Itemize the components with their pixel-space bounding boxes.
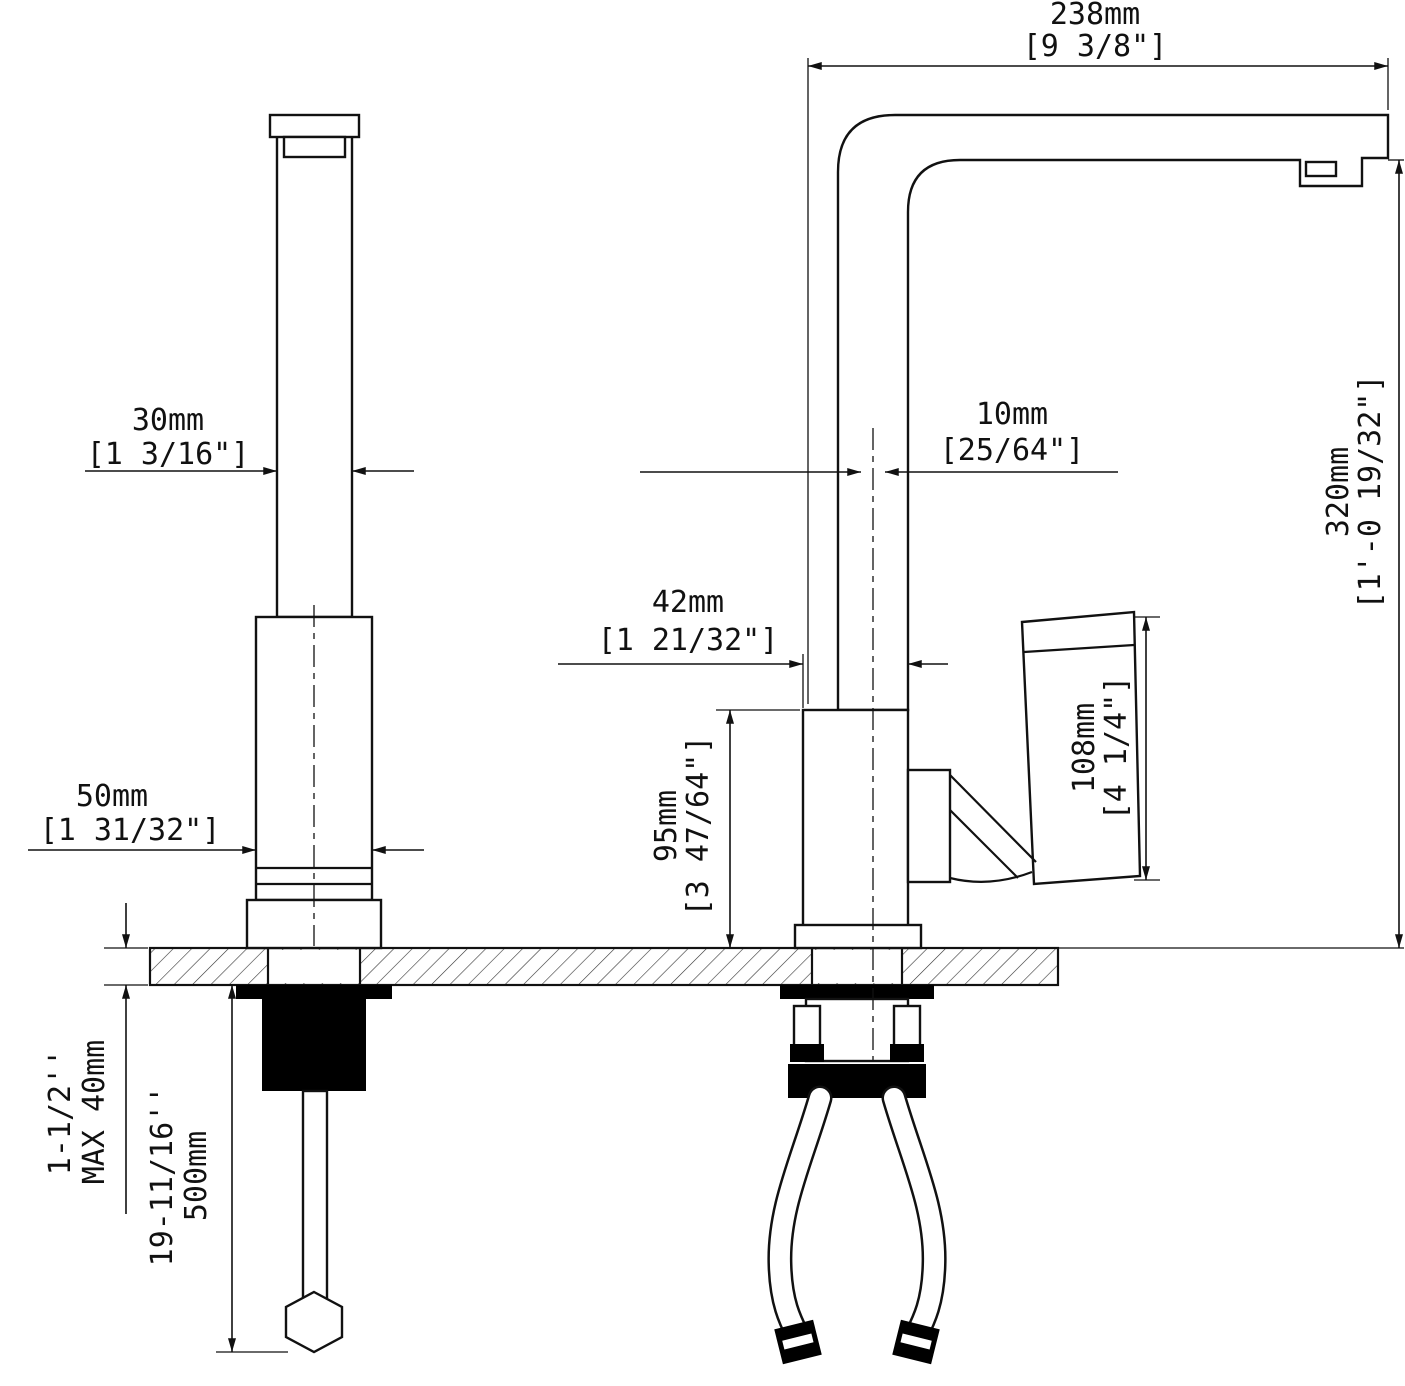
handle-blade — [1020, 610, 1142, 886]
dim-spout-height-metric: 320mm — [1321, 447, 1356, 537]
spout-outlet — [1304, 160, 1338, 178]
dim-body-width-metric: 50mm — [76, 779, 148, 814]
dim-spout-reach-imperial: [9 3/8"] — [1023, 29, 1168, 64]
handle-connector — [906, 768, 952, 884]
mounting-plate-front — [236, 985, 392, 999]
dim-counter-thickness: 1-1/2'' MAX 40mm — [43, 903, 148, 1214]
lever-pivot-line — [949, 774, 1037, 863]
front-view — [236, 113, 392, 1354]
spout-cap — [268, 113, 361, 139]
dim-handle-height-metric: 108mm — [1067, 703, 1102, 793]
dim-spout-width: 30mm [1 3/16"] — [85, 403, 414, 475]
lock-nut — [262, 999, 366, 1091]
dim-spout-width-metric: 30mm — [132, 403, 204, 438]
side-view — [767, 113, 1390, 1365]
dim-body-depth-metric: 42mm — [652, 585, 724, 620]
dim-handle-height: 108mm [4 1/4"] — [1067, 616, 1160, 881]
dim-body-height: 95mm [3 47/64"] — [649, 709, 800, 948]
dim-spout-width-imperial: [1 3/16"] — [87, 437, 250, 472]
dim-under-counter-length: 19-11/16'' 500mm — [145, 985, 288, 1353]
mounting-bolt-right — [892, 1004, 922, 1050]
side-shank-hole — [812, 950, 902, 983]
dim-spout-offset-metric: 10mm — [976, 397, 1048, 432]
threaded-rod — [301, 1089, 329, 1301]
dim-under-counter-metric: 500mm — [179, 1131, 214, 1221]
dim-spout-offset: 10mm [25/64"] — [640, 397, 1118, 476]
base-flange-side — [793, 923, 923, 950]
dim-spout-height: 320mm [1'-0 19/32"] — [1058, 159, 1404, 949]
dim-handle-height-imperial: [4 1/4"] — [1099, 676, 1134, 821]
front-shank-hole — [268, 950, 360, 983]
spout-column — [275, 133, 354, 619]
dim-counter-thickness-imperial: 1-1/2'' — [43, 1049, 78, 1175]
dim-body-depth: 42mm [1 21/32"] — [558, 585, 948, 708]
dim-under-counter-imperial: 19-11/16'' — [145, 1086, 180, 1267]
dim-body-height-metric: 95mm — [649, 790, 684, 862]
lever-pivot-curve — [949, 870, 1033, 883]
faucet-body-side — [801, 708, 910, 932]
dim-spout-reach: 238mm [9 3/8"] — [807, 0, 1389, 704]
dim-body-width-imperial: [1 31/32"] — [40, 813, 221, 848]
dim-body-depth-imperial: [1 21/32"] — [598, 623, 779, 658]
countertop — [148, 946, 1060, 987]
supply-hose-right-fill — [884, 1088, 945, 1346]
mounting-bolt-left-head — [790, 1044, 824, 1062]
lever-pivot-line — [949, 809, 1019, 879]
aerator — [282, 135, 347, 159]
mounting-bolt-left — [792, 1004, 822, 1050]
hose-fitting-left — [774, 1319, 822, 1365]
hose-fitting-right — [892, 1319, 940, 1365]
dim-spout-offset-imperial: [25/64"] — [940, 433, 1085, 468]
handle-top-line — [1023, 643, 1135, 654]
dim-spout-reach-metric: 238mm — [1050, 0, 1140, 32]
mounting-plate-side — [780, 985, 934, 999]
mounting-bolt-right-head — [890, 1044, 924, 1062]
supply-hose-left-fill — [769, 1088, 830, 1346]
dim-body-height-imperial: [3 47/64"] — [681, 736, 716, 917]
hex-nut — [284, 1290, 344, 1354]
dim-spout-height-imperial: [1'-0 19/32"] — [1353, 375, 1388, 610]
dim-counter-thickness-metric: MAX 40mm — [77, 1040, 112, 1185]
dim-body-width: 50mm [1 31/32"] — [28, 779, 424, 854]
